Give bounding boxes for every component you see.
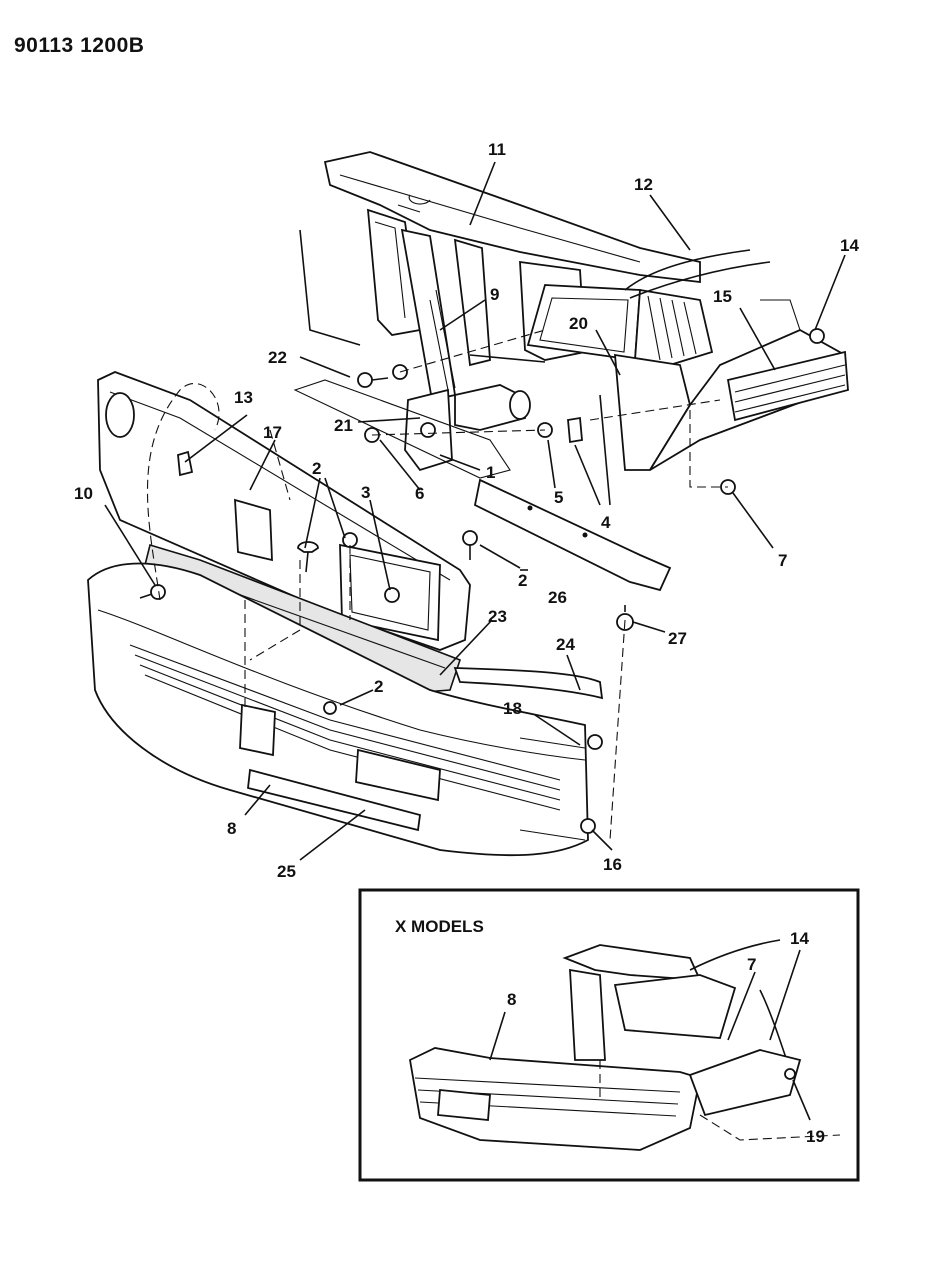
callout-27: 27 [668, 629, 687, 648]
callout-25: 25 [277, 862, 296, 881]
callout-15: 15 [713, 287, 732, 306]
callout-22: 22 [268, 348, 287, 367]
callout-2: 2 [312, 459, 321, 478]
inset-title: X MODELS [395, 917, 484, 936]
callout-16: 16 [603, 855, 622, 874]
callout-10: 10 [74, 484, 93, 503]
header-panel-part [97, 371, 471, 651]
headlamp-part [526, 249, 771, 369]
callout-2: 2 [518, 571, 527, 590]
callout-1: 1 [486, 463, 495, 482]
callout-8: 8 [227, 819, 236, 838]
callout-26: 26 [548, 588, 567, 607]
callout-labels: 1 2 2 2 3 4 5 6 7 8 9 10 11 12 13 14 15 … [74, 140, 859, 1146]
inset-callout-19: 19 [806, 1127, 825, 1146]
callout-24: 24 [556, 635, 575, 654]
callout-2: 2 [374, 677, 383, 696]
lower-valance-part [247, 768, 421, 832]
callout-3: 3 [361, 483, 370, 502]
alignment-lines [146, 329, 728, 841]
callout-6: 6 [415, 484, 424, 503]
filler-strip-part [453, 667, 604, 700]
bumper-fascia-part [87, 562, 589, 857]
callout-13: 13 [234, 388, 253, 407]
callout-23: 23 [488, 607, 507, 626]
hood-latch-part [293, 228, 531, 479]
support-bracket-part [473, 478, 672, 592]
callout-21: 21 [334, 416, 353, 435]
callout-12: 12 [634, 175, 653, 194]
inset-callout-14: 14 [790, 929, 809, 948]
inset-callout-7: 7 [747, 955, 756, 974]
callout-5: 5 [554, 488, 563, 507]
callout-17: 17 [263, 423, 282, 442]
callout-11: 11 [488, 140, 506, 159]
inset-callout-8: 8 [507, 990, 516, 1009]
callout-4: 4 [601, 513, 611, 532]
callout-14: 14 [840, 236, 859, 255]
side-marker-lamp-part [726, 350, 849, 422]
x-models-inset [358, 888, 860, 1182]
callout-9: 9 [490, 285, 499, 304]
callout-20: 20 [569, 314, 588, 333]
callout-7: 7 [778, 551, 787, 570]
leader-lines [104, 161, 846, 861]
document-code: 90113 1200B [14, 34, 145, 57]
callout-18: 18 [503, 699, 522, 718]
